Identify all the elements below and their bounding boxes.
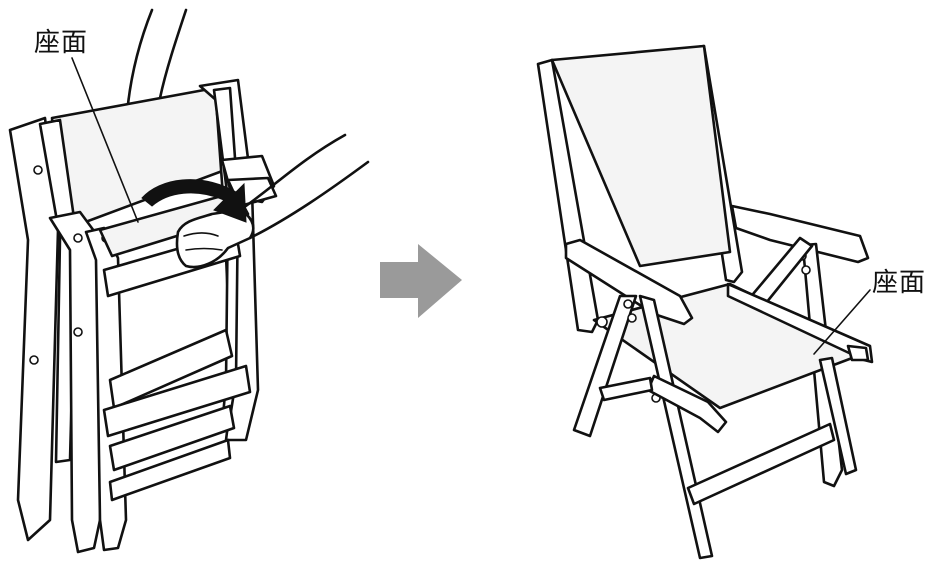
folded-chair [10, 10, 368, 552]
seat-label-right: 座面 [872, 262, 926, 299]
unfolded-chair [538, 46, 872, 558]
transition-arrow [380, 244, 462, 318]
seat-label-left: 座面 [34, 22, 88, 59]
